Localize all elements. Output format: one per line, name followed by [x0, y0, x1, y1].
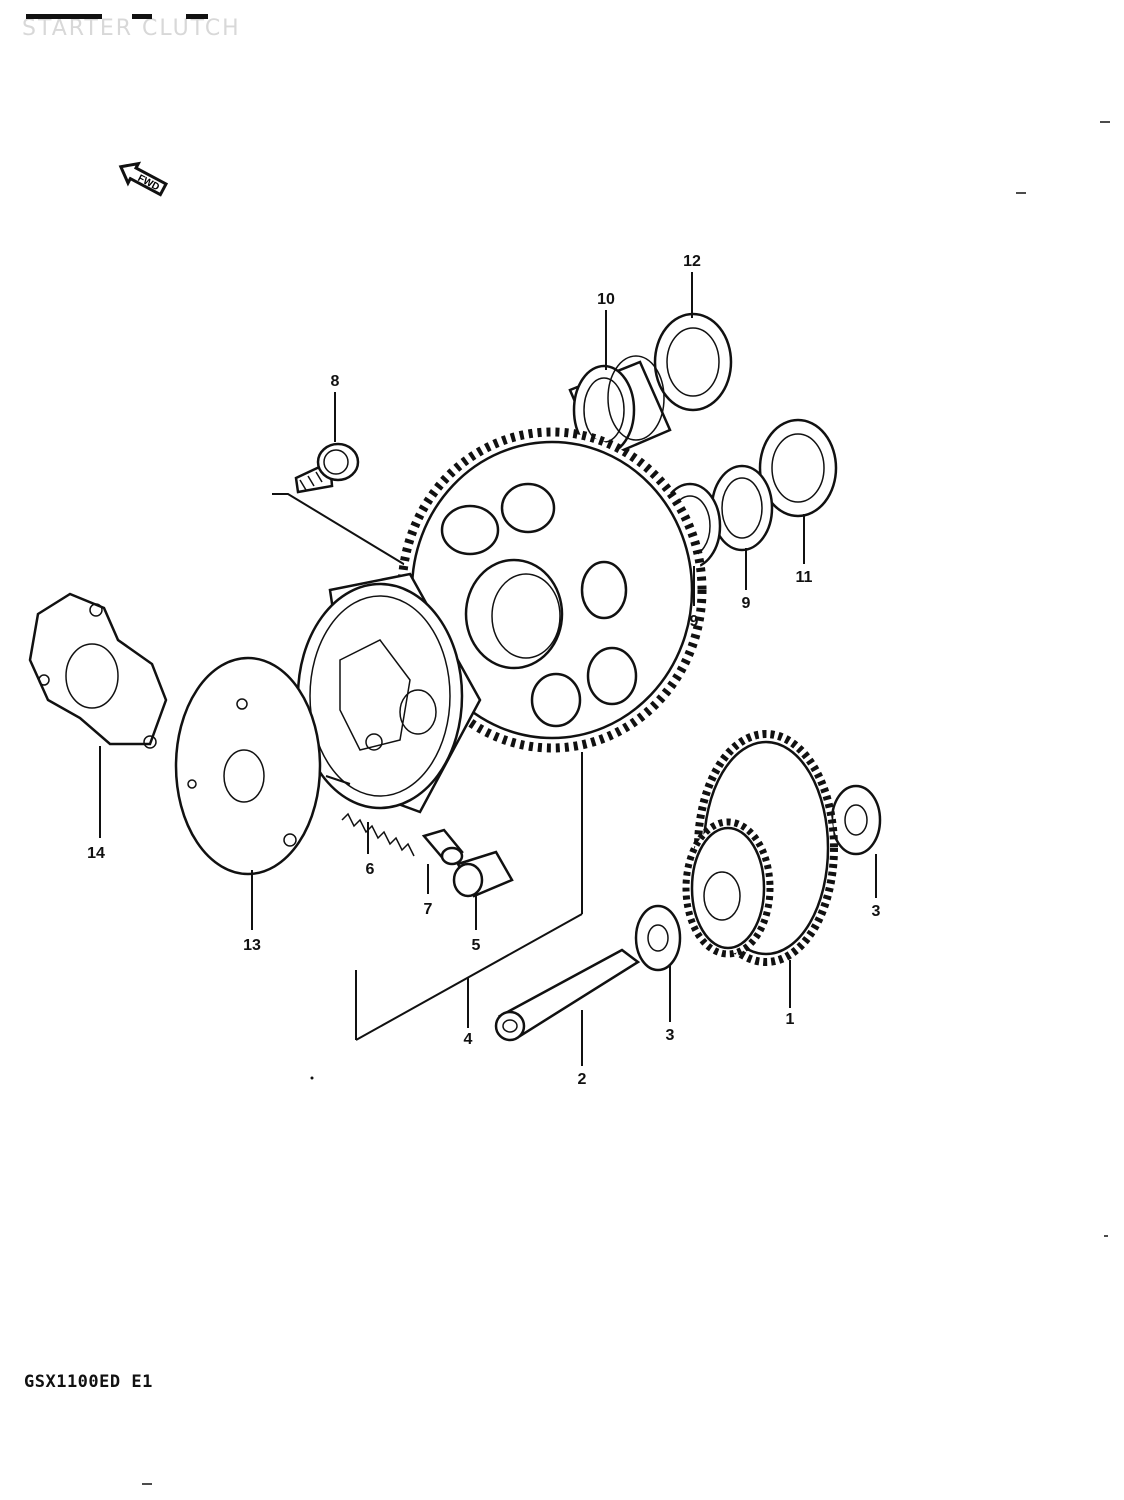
part-3-washer	[830, 784, 882, 856]
callout-8: 8	[331, 373, 340, 390]
part-8-bolt	[294, 442, 360, 494]
part-7-cap	[421, 828, 464, 866]
part-6-spring	[325, 775, 415, 857]
fwd-arrow-icon: FWD	[118, 161, 169, 197]
fwd-label: FWD	[136, 173, 161, 193]
stray-mark	[310, 1076, 314, 1080]
starter-clutch-gear	[397, 427, 707, 753]
part-12-washer	[653, 312, 733, 412]
callout-3: 3	[872, 903, 881, 920]
header-bars	[26, 14, 208, 19]
part-11-washer	[758, 418, 838, 518]
callout-10: 10	[597, 291, 615, 308]
callout-1: 1	[786, 1011, 795, 1028]
callout-4: 4	[464, 1031, 473, 1048]
callout-14: 14	[87, 845, 105, 862]
callout-5: 5	[472, 937, 481, 954]
part-3-washer	[634, 904, 682, 972]
part-13-plate	[174, 656, 322, 876]
part-5-roller	[452, 850, 514, 898]
part-1-idle-gear	[682, 730, 838, 966]
callout-9: 9	[742, 595, 751, 612]
callout-11: 11	[796, 569, 813, 586]
leader-lines	[99, 272, 877, 1066]
model-code: GSX1100ED E1	[24, 1372, 153, 1392]
part-9-bearing	[710, 464, 774, 552]
part-4-clutch-housing	[296, 572, 482, 814]
callout-12: 12	[683, 253, 701, 270]
callout-7: 7	[424, 901, 433, 918]
leader-line	[272, 493, 441, 587]
callout-9: 9	[690, 613, 699, 630]
callout-6: 6	[366, 861, 375, 878]
callout-2: 2	[578, 1071, 587, 1088]
callout-3: 3	[666, 1027, 675, 1044]
callout-13: 13	[243, 937, 261, 954]
diagram-title: STARTER CLUTCH	[22, 16, 241, 41]
part-14-plate	[28, 592, 168, 749]
part-2-shaft	[494, 948, 641, 1042]
